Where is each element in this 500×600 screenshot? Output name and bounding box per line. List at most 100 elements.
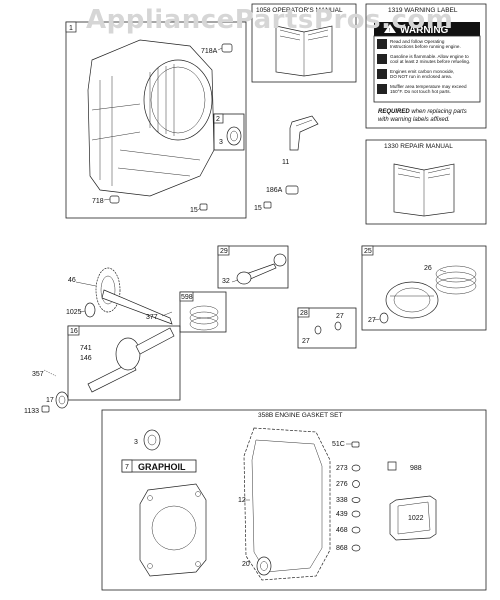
piston-box-tag bbox=[361, 245, 374, 256]
gasket-set-title: 358B ENGINE GASKET SET bbox=[258, 412, 342, 419]
label-15b: 15 bbox=[254, 205, 262, 212]
warning-line-8: 150°F. Do not touch hot parts. bbox=[390, 89, 451, 94]
piston[interactable] bbox=[385, 281, 439, 319]
crankshaft-box-tag bbox=[67, 325, 80, 336]
gasket-988[interactable] bbox=[387, 461, 397, 471]
pin-377[interactable] bbox=[161, 311, 173, 317]
warning-triangle-mark: ! bbox=[389, 28, 390, 34]
label-3b: 3 bbox=[134, 439, 138, 446]
hot-surface-warning-icon bbox=[377, 84, 387, 94]
cylinder-block[interactable] bbox=[87, 39, 215, 197]
gasket-468 bbox=[351, 526, 361, 534]
label-15: 15 bbox=[190, 207, 198, 214]
label-1022: 1022 bbox=[408, 515, 424, 522]
label-12: 12 bbox=[238, 497, 246, 504]
label-741: 741 bbox=[80, 345, 92, 352]
label-27c: 27 bbox=[302, 338, 310, 345]
gasket-set-box bbox=[101, 409, 487, 591]
warning-line-7: Muffler area temperature may exceed bbox=[390, 84, 467, 89]
graphoil-label: GRAPHOIL bbox=[138, 462, 186, 472]
connecting-rod[interactable] bbox=[236, 253, 287, 285]
manual-warning-icon bbox=[377, 39, 387, 49]
label-377: 377 bbox=[146, 314, 158, 321]
label-1025: 1025 bbox=[66, 309, 82, 316]
label-276: 276 bbox=[336, 481, 348, 488]
breather-tube-11[interactable] bbox=[289, 115, 319, 151]
head-gasket[interactable] bbox=[139, 483, 207, 577]
gasket-273 bbox=[351, 464, 361, 472]
screw-15b[interactable] bbox=[263, 201, 272, 209]
crankshaft-box bbox=[67, 325, 181, 401]
block-dowel-718a[interactable] bbox=[221, 43, 233, 53]
warning-body bbox=[373, 35, 481, 103]
fitting-186a[interactable] bbox=[285, 185, 299, 195]
cam-bearing-1025[interactable] bbox=[84, 302, 96, 318]
oil-seal-3[interactable] bbox=[226, 126, 242, 146]
gasket-51c bbox=[351, 441, 360, 448]
graphoil-box-tag bbox=[121, 459, 133, 473]
camshaft-gear-46[interactable] bbox=[95, 267, 173, 325]
gasket-338 bbox=[351, 497, 361, 503]
crankshaft[interactable] bbox=[87, 327, 175, 393]
warning-line-1: Read and follow Operating bbox=[390, 39, 445, 44]
label-439: 439 bbox=[336, 511, 348, 518]
block-box-tag bbox=[65, 21, 77, 33]
ring-set-box-tag bbox=[179, 291, 194, 302]
label-273: 273 bbox=[336, 465, 348, 472]
screw-15[interactable] bbox=[199, 203, 208, 211]
label-357: 357 bbox=[32, 371, 44, 378]
piston-pin-box-number: 28 bbox=[300, 310, 308, 317]
crankcase-gasket-12[interactable] bbox=[243, 427, 331, 581]
warning-line-5: Engines emit carbon monoxide, bbox=[390, 69, 454, 74]
label-32: 32 bbox=[222, 278, 230, 285]
small-gaskets[interactable] bbox=[351, 441, 361, 552]
piston-rings-26[interactable] bbox=[435, 265, 477, 295]
operators-manual-book[interactable] bbox=[275, 25, 333, 77]
label-51c: 51C bbox=[332, 441, 345, 448]
label-17: 17 bbox=[46, 397, 54, 404]
warning-heading: WARNING bbox=[400, 25, 449, 36]
dowel-718[interactable] bbox=[109, 195, 120, 204]
seal-box-number: 2 bbox=[216, 116, 220, 123]
label-20: 20 bbox=[242, 561, 250, 568]
label-1133: 1133 bbox=[24, 408, 39, 415]
warning-line-4: cool at least 2 minutes before refueling… bbox=[390, 59, 470, 64]
screw-1133[interactable] bbox=[41, 405, 50, 413]
oil-seal-17[interactable] bbox=[55, 391, 69, 409]
warning-header-bar bbox=[374, 22, 480, 36]
label-468: 468 bbox=[336, 527, 348, 534]
ring-set-598[interactable] bbox=[189, 305, 219, 331]
piston-pin-clips[interactable] bbox=[314, 321, 342, 335]
gasket-439 bbox=[351, 510, 361, 518]
repair-manual-book[interactable] bbox=[393, 163, 455, 217]
watermark-logo: AppliancePartsPros.com bbox=[86, 5, 453, 35]
warning-line-6: DO NOT run in enclosed area. bbox=[390, 74, 452, 79]
valve-cover-gasket-1022[interactable] bbox=[389, 495, 437, 541]
gasket-868 bbox=[351, 544, 361, 552]
oil-seal-20[interactable] bbox=[256, 556, 272, 576]
warning-required-line2: with warning labels affixed. bbox=[378, 117, 450, 123]
warning-required-text: REQUIRED when replacing parts bbox=[378, 109, 467, 115]
block-box-number: 1 bbox=[69, 25, 73, 32]
seal-box-tag bbox=[213, 113, 224, 124]
oil-seal-3b[interactable] bbox=[143, 429, 161, 451]
piston-pin-box-tag bbox=[297, 307, 310, 318]
repair-manual-title: 1330 REPAIR MANUAL bbox=[384, 143, 453, 150]
piston-pin-box bbox=[297, 307, 357, 349]
piston-pin-clip-27[interactable] bbox=[379, 312, 389, 324]
label-3-seal: 3 bbox=[219, 139, 223, 146]
label-718: 718 bbox=[92, 198, 104, 205]
label-338: 338 bbox=[336, 497, 348, 504]
block-box bbox=[65, 21, 247, 219]
label-868: 868 bbox=[336, 545, 348, 552]
ring-set-box bbox=[179, 291, 227, 333]
ring-set-box-number: 598 bbox=[181, 294, 193, 301]
warning-triangle-icon bbox=[384, 24, 396, 33]
leader-lines bbox=[75, 47, 447, 501]
connecting-rod-box-number: 29 bbox=[220, 248, 228, 255]
key-357[interactable] bbox=[43, 369, 57, 377]
seal-box bbox=[213, 113, 245, 151]
fumes-warning-icon bbox=[377, 69, 387, 79]
warning-icons bbox=[377, 39, 387, 94]
